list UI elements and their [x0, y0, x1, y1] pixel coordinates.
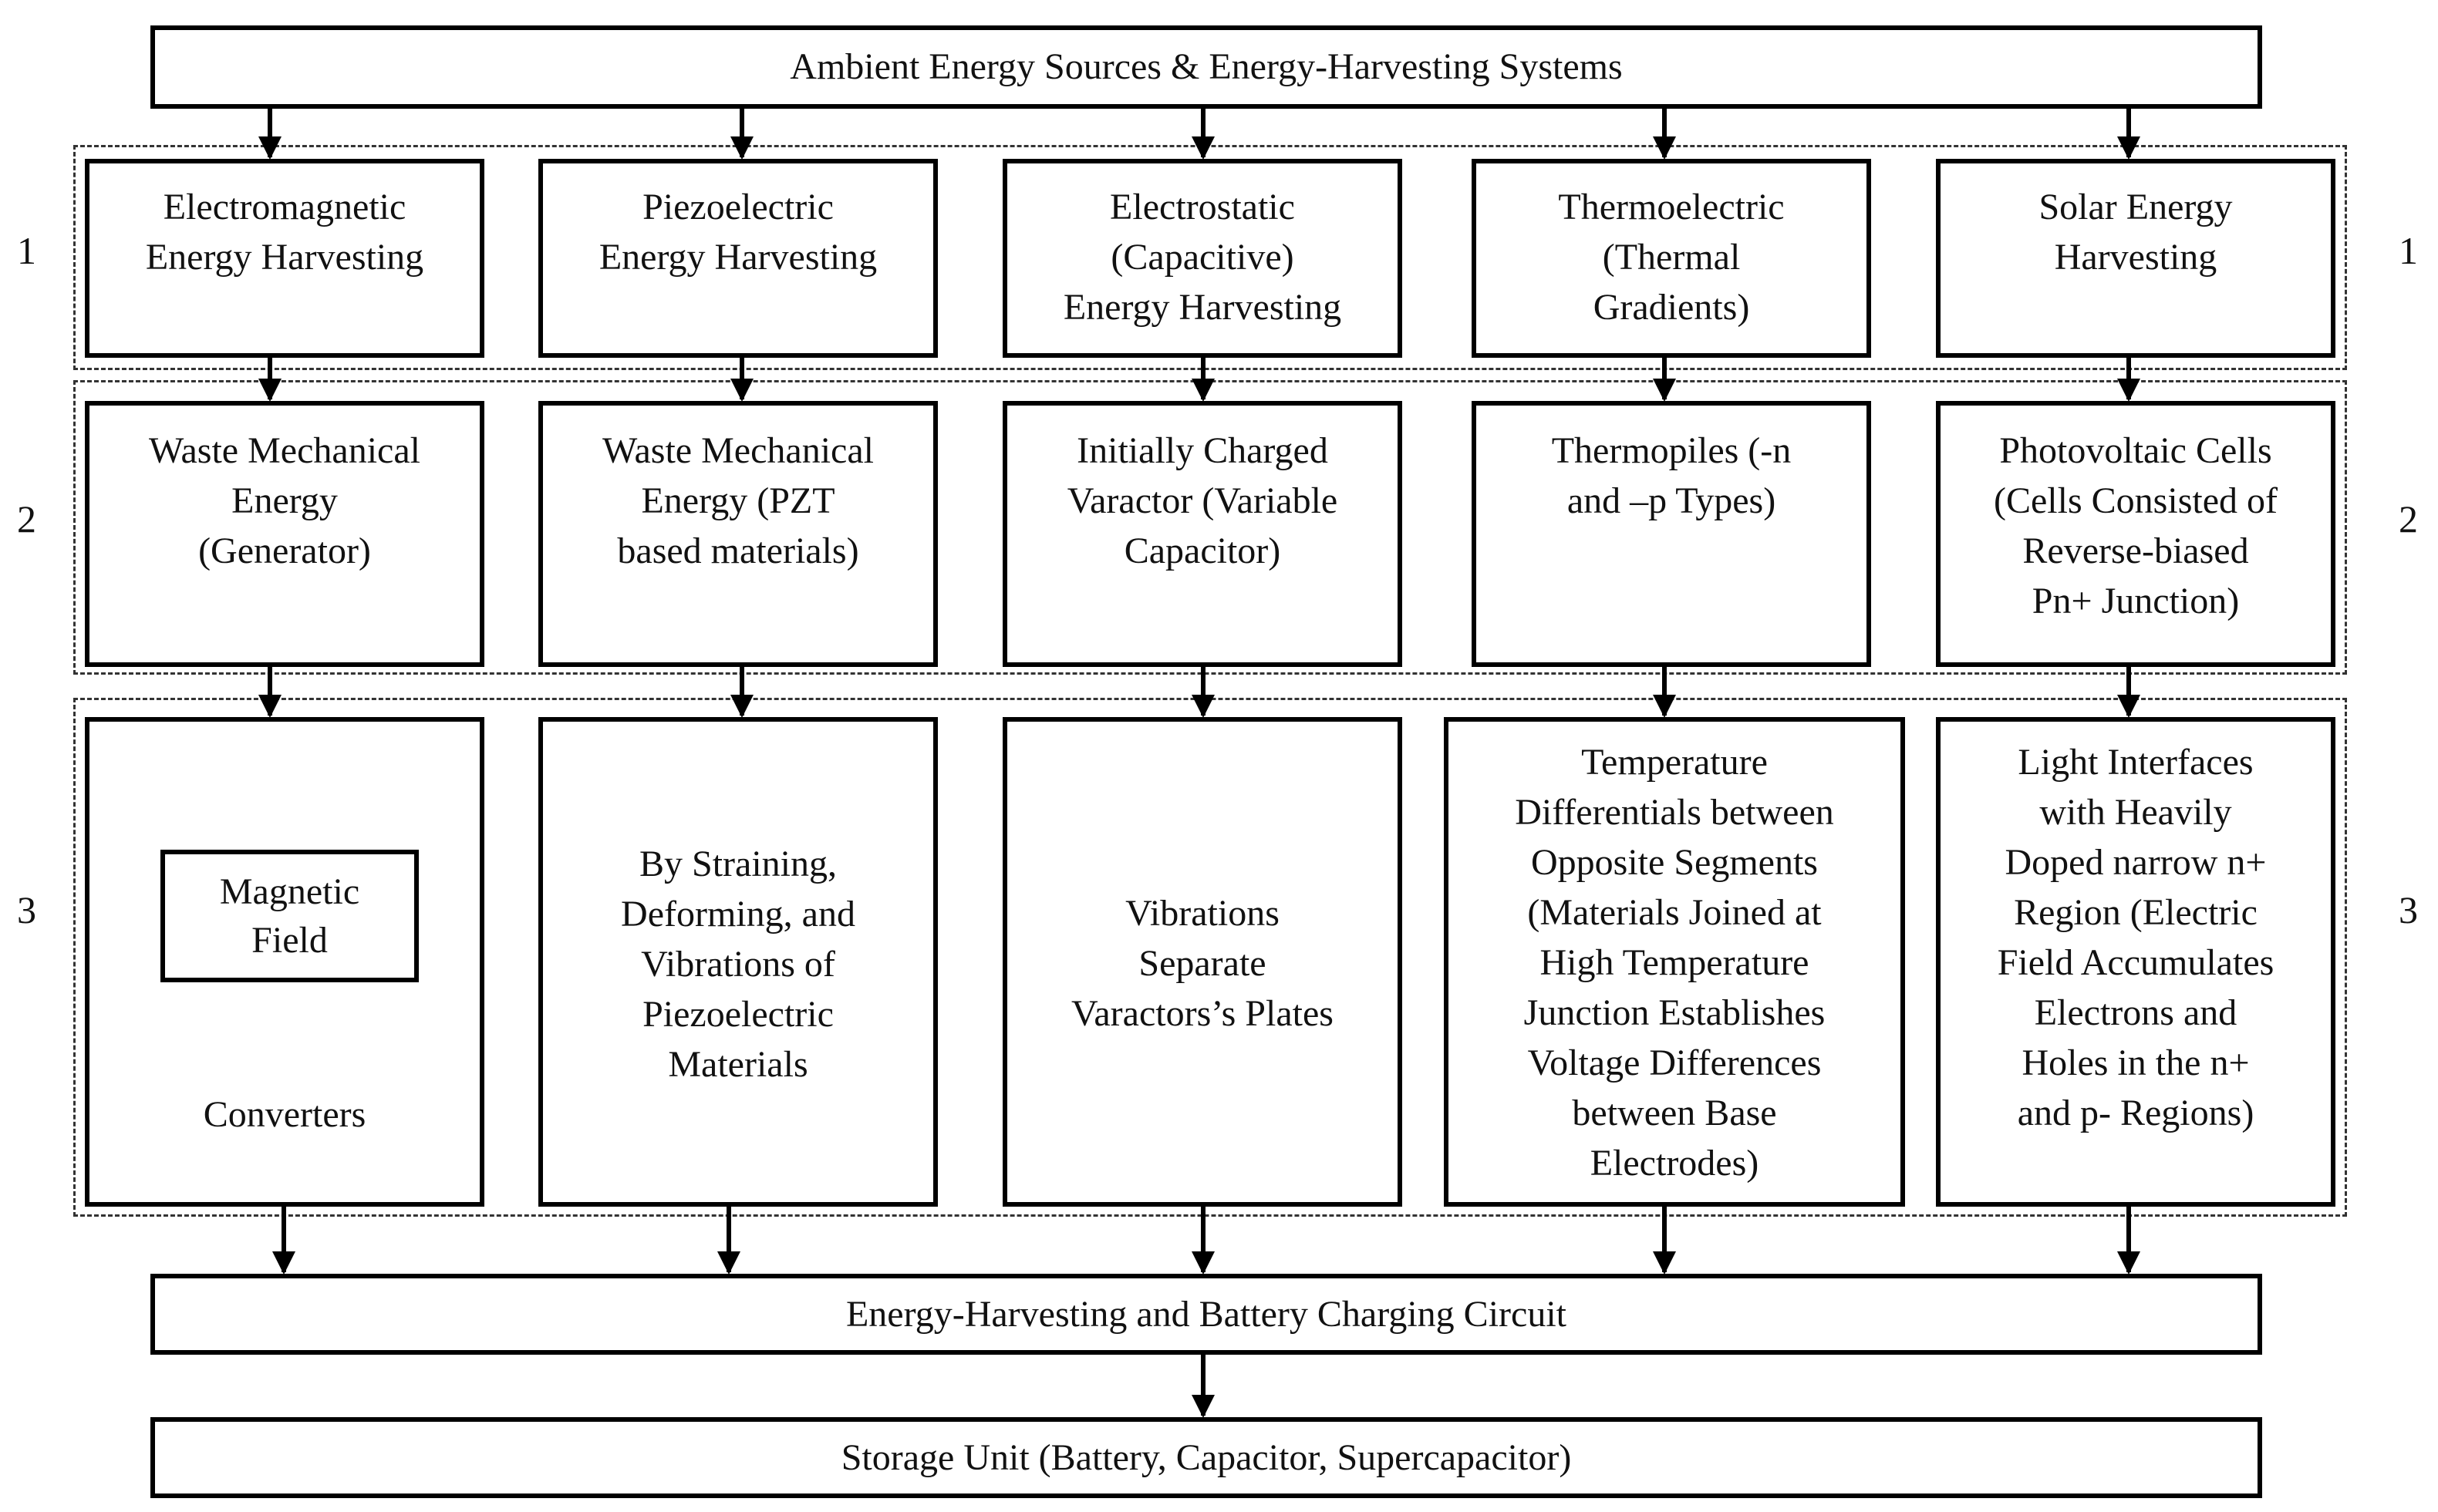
- source-box-piezoelectric: Piezoelectric Energy Harvesting: [538, 159, 938, 358]
- mechanism-box-solar: Light Interfaces with Heavily Doped narr…: [1936, 717, 2335, 1207]
- source-label-line: Harvesting: [2054, 237, 2217, 278]
- mechanism-label-line: (Materials Joined at: [1527, 892, 1822, 933]
- mechanism-box-piezoelectric: By Straining, Deforming, and Vibrations …: [538, 717, 938, 1207]
- row-number-left-1: 1: [17, 229, 36, 272]
- medium-box-solar: Photovoltaic Cells (Cells Consisted of R…: [1936, 401, 2335, 667]
- medium-label-line: Photovoltaic Cells: [1999, 430, 2272, 471]
- mechanism-label-line: Region (Electric: [2014, 892, 2258, 933]
- medium-label-line: Thermopiles (-n: [1551, 430, 1792, 471]
- charging-circuit-box: Energy-Harvesting and Battery Charging C…: [150, 1274, 2262, 1355]
- source-label-line: Energy Harvesting: [1063, 287, 1342, 328]
- row-number-right-3: 3: [2399, 888, 2418, 931]
- medium-label-line: Capacitor): [1124, 530, 1281, 571]
- mechanism-label-line: Differentials between: [1515, 792, 1834, 833]
- medium-box-electrostatic: Initially Charged Varactor (Variable Cap…: [1003, 401, 1402, 667]
- storage-unit-label: Storage Unit (Battery, Capacitor, Superc…: [841, 1436, 1572, 1478]
- ambient-sources-label: Ambient Energy Sources & Energy-Harvesti…: [790, 46, 1623, 87]
- mechanism-label-line: Junction Establishes: [1523, 992, 1826, 1033]
- source-label-line: Gradients): [1593, 287, 1750, 328]
- source-label-line: Thermoelectric: [1558, 187, 1785, 227]
- row-number-left-3: 3: [17, 888, 36, 931]
- mechanism-label-line: Voltage Differences: [1527, 1042, 1822, 1083]
- mechanism-label-line: High Temperature: [1539, 942, 1809, 983]
- source-box-solar: Solar Energy Harvesting: [1936, 159, 2335, 358]
- converters-label: Converters: [203, 1094, 366, 1135]
- mechanism-label-line: Piezoelectric: [642, 994, 834, 1035]
- mechanism-label-line: Vibrations of: [641, 944, 835, 985]
- source-box-electromagnetic: Electromagnetic Energy Harvesting: [85, 159, 484, 358]
- source-label-line: Energy Harvesting: [599, 237, 878, 278]
- mechanism-label-line: Holes in the n+: [2022, 1042, 2250, 1083]
- mechanism-label-line: Varactors’s Plates: [1071, 993, 1334, 1034]
- mechanism-label-line: Separate: [1138, 943, 1266, 984]
- magnetic-field-label-line: Field: [251, 920, 328, 961]
- medium-label-line: and –p Types): [1566, 480, 1776, 521]
- source-label-line: Solar Energy: [2038, 187, 2233, 227]
- row-number-right-1: 1: [2399, 229, 2418, 272]
- medium-label-line: based materials): [617, 530, 859, 571]
- source-label-line: (Capacitive): [1111, 237, 1294, 278]
- medium-box-piezoelectric: Waste Mechanical Energy (PZT based mater…: [538, 401, 938, 667]
- ambient-sources-box: Ambient Energy Sources & Energy-Harvesti…: [150, 25, 2262, 109]
- medium-label-line: Waste Mechanical: [602, 430, 874, 471]
- mechanism-label-line: Electrodes): [1590, 1143, 1759, 1184]
- mechanism-label-line: By Straining,: [639, 844, 837, 884]
- mechanism-label-line: Field Accumulates: [1997, 942, 2274, 983]
- medium-label-line: Pn+ Junction): [2032, 581, 2240, 621]
- source-label-line: Piezoelectric: [642, 187, 834, 227]
- charging-circuit-label: Energy-Harvesting and Battery Charging C…: [845, 1293, 1566, 1335]
- storage-unit-box: Storage Unit (Battery, Capacitor, Superc…: [150, 1417, 2262, 1498]
- mechanism-label-line: and p- Regions): [2017, 1093, 2254, 1133]
- mechanism-label-line: Doped narrow n+: [2005, 842, 2267, 883]
- mechanism-box-electrostatic: Vibrations Separate Varactors’s Plates: [1003, 717, 1402, 1207]
- mechanism-label-line: between Base: [1572, 1093, 1777, 1133]
- medium-label-line: (Generator): [198, 530, 371, 571]
- medium-box-thermoelectric: Thermopiles (-n and –p Types): [1472, 401, 1871, 667]
- source-box-electrostatic: Electrostatic (Capacitive) Energy Harves…: [1003, 159, 1402, 358]
- mechanism-label-line: with Heavily: [2039, 792, 2232, 833]
- row-number-left-2: 2: [17, 497, 36, 540]
- row-number-right-2: 2: [2399, 497, 2418, 540]
- medium-label-line: Energy: [231, 480, 338, 521]
- mechanism-label-line: Opposite Segments: [1531, 842, 1818, 883]
- mechanism-label-line: Temperature: [1581, 742, 1768, 783]
- mechanism-label-line: Deforming, and: [621, 894, 855, 934]
- mechanism-box-thermoelectric: Temperature Differentials between Opposi…: [1444, 717, 1905, 1207]
- medium-label-line: Waste Mechanical: [149, 430, 420, 471]
- medium-label-line: Varactor (Variable: [1067, 480, 1338, 521]
- medium-label-line: Reverse-biased: [2022, 530, 2249, 571]
- source-box-thermoelectric: Thermoelectric (Thermal Gradients): [1472, 159, 1871, 358]
- mechanism-label-line: Vibrations: [1125, 893, 1280, 934]
- medium-label-line: (Cells Consisted of: [1994, 480, 2278, 521]
- source-label-line: Energy Harvesting: [145, 237, 424, 278]
- medium-box-electromagnetic: Waste Mechanical Energy (Generator): [85, 401, 484, 667]
- mechanism-label-line: Light Interfaces: [2018, 742, 2254, 783]
- mechanism-box-electromagnetic: Magnetic Field Converters: [85, 717, 484, 1207]
- source-label-line: (Thermal: [1602, 237, 1741, 278]
- magnetic-field-label-line: Magnetic: [219, 871, 360, 912]
- mechanism-label-line: Materials: [668, 1044, 808, 1085]
- medium-label-line: Initially Charged: [1077, 430, 1328, 471]
- medium-label-line: Energy (PZT: [641, 480, 835, 521]
- source-label-line: Electrostatic: [1110, 187, 1295, 227]
- magnetic-field-box: Magnetic Field: [160, 850, 419, 982]
- mechanism-label-line: Electrons and: [2034, 992, 2237, 1033]
- source-label-line: Electromagnetic: [163, 187, 406, 227]
